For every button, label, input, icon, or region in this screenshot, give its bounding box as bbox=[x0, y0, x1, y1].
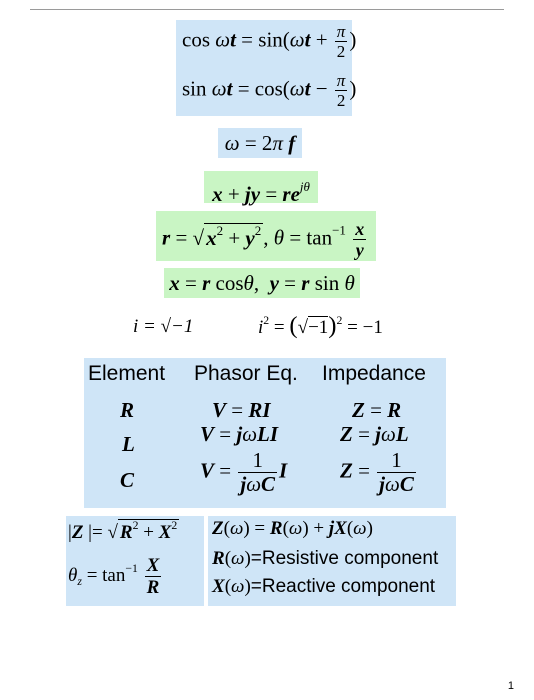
phasor-l: V = jωLI bbox=[200, 422, 279, 446]
rectangular-form-box: x = r cosθ, y = r sin θ bbox=[164, 268, 360, 298]
imaginary-definition-text: i = √−1 bbox=[133, 316, 194, 337]
imaginary-unit-definition: i = √−1 bbox=[133, 316, 193, 338]
element-l: L bbox=[122, 432, 135, 456]
reactive-component: X(ω)=Reactive component bbox=[212, 576, 436, 597]
element-c: C bbox=[120, 468, 135, 492]
phasor-r: V = RI bbox=[212, 398, 271, 422]
resistive-component: R(ω)=Resistive component bbox=[212, 548, 439, 569]
impedance-l: Z = jωL bbox=[340, 422, 409, 446]
header-element: Element bbox=[88, 362, 166, 385]
header-impedance: Impedance bbox=[322, 362, 426, 385]
element-r: R bbox=[120, 398, 135, 422]
impedance-magnitude: |Z |= √R2 + X2 bbox=[68, 519, 180, 543]
page-number: 1 bbox=[507, 680, 514, 692]
impedance-components-box: Z(ω) = R(ω) + jX(ω) R(ω)=Resistive compo… bbox=[208, 516, 456, 606]
header-phasor: Phasor Eq. bbox=[194, 362, 298, 385]
polar-form-box: x + jy = rejθ bbox=[204, 171, 318, 206]
angular-frequency-box: ω = 2π f bbox=[218, 128, 302, 158]
impedance-r: Z = R bbox=[352, 398, 402, 422]
top-rule bbox=[30, 9, 504, 10]
impedance-table: Element Phasor Eq. Impedance R L C V = R… bbox=[84, 358, 446, 508]
impedance-function: Z(ω) = R(ω) + jX(ω) bbox=[212, 518, 373, 539]
imaginary-unit-square: i2 = (√−1)2 = −1 bbox=[258, 312, 383, 339]
